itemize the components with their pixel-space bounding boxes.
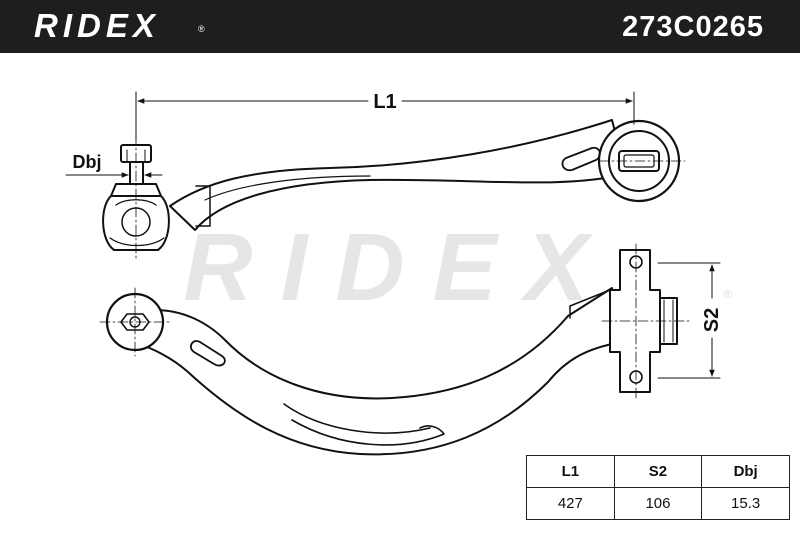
spec-header-s2: S2 [613, 455, 703, 488]
control-arm-drawing: RIDEX ® [65, 91, 732, 456]
specification-table: L1 S2 Dbj 427 106 15.3 [526, 455, 790, 520]
spec-value-s2: 106 [613, 487, 703, 520]
watermark-text: RIDEX [183, 214, 616, 321]
upper-arm-slot [561, 146, 601, 172]
dimension-l1 [135, 91, 635, 141]
spec-header-row: L1 S2 Dbj [526, 455, 790, 488]
watermark-registered-mark: ® [723, 287, 732, 301]
lower-arm [139, 287, 613, 456]
lower-left-eye [99, 287, 173, 357]
brand-registered-mark: ® [198, 24, 205, 34]
ball-joint [102, 134, 170, 261]
dimension-s2 [657, 262, 721, 379]
spec-header-l1: L1 [526, 455, 615, 488]
header-bar: RIDEX ® 273C0265 [0, 0, 800, 53]
spec-value-row: 427 106 15.3 [526, 487, 790, 520]
dimension-s2-label: S2 [701, 308, 723, 332]
spec-value-dbj: 15.3 [701, 487, 790, 520]
dimension-dbj-label: Dbj [73, 152, 102, 172]
dimension-l1-label: L1 [373, 91, 396, 113]
lower-right-bracket [601, 243, 691, 399]
spec-value-l1: 427 [526, 487, 615, 520]
upper-right-bushing [597, 119, 686, 203]
part-number: 273C0265 [622, 11, 764, 43]
brand-logo: RIDEX [34, 7, 160, 44]
spec-header-dbj: Dbj [701, 455, 790, 488]
lower-arm-slot [190, 340, 226, 367]
